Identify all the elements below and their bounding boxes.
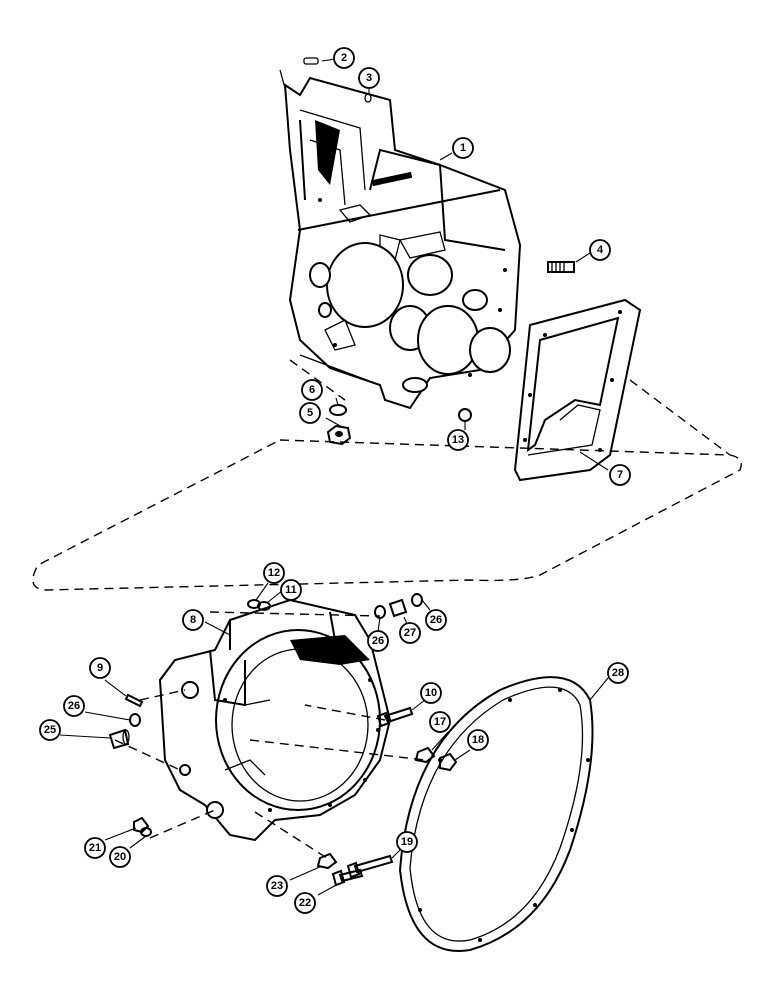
callout-8: 8 (182, 609, 204, 631)
callout-21-label: 21 (89, 842, 101, 854)
callout-2-label: 2 (341, 52, 347, 64)
bolt-part-10 (376, 706, 414, 728)
leader-lines (59, 58, 609, 896)
callout-28: 28 (607, 662, 629, 684)
callout-5: 5 (299, 402, 321, 424)
callout-18-label: 18 (472, 734, 484, 746)
callout-1: 1 (452, 137, 474, 159)
callout-21: 21 (84, 837, 106, 859)
pin-part-9 (124, 693, 144, 708)
callout-20: 20 (109, 846, 131, 868)
callout-22: 22 (294, 892, 316, 914)
alignment-lines (114, 359, 731, 861)
callout-9-label: 9 (97, 662, 103, 674)
callout-23: 23 (266, 875, 288, 897)
washer-part-11 (257, 601, 271, 611)
callout-17: 17 (429, 711, 451, 733)
callout-10-label: 10 (425, 687, 437, 699)
oring-part-26-left (129, 713, 141, 727)
callout-6-label: 6 (309, 384, 315, 396)
callout-20-label: 20 (114, 851, 126, 863)
pin-part-2 (303, 57, 319, 65)
callout-17-label: 17 (434, 716, 446, 728)
callout-26-top: 26 (367, 630, 389, 652)
dashed-group-outline (32, 439, 742, 591)
callout-8-label: 8 (190, 614, 196, 626)
oring-part-26-right (411, 593, 423, 607)
lockwasher-part-23 (316, 852, 338, 870)
callout-25: 25 (39, 719, 61, 741)
callout-11: 11 (280, 579, 302, 601)
callout-27: 27 (399, 622, 421, 644)
callout-12-label: 12 (268, 567, 280, 579)
callout-4-label: 4 (597, 244, 604, 256)
callout-19: 19 (396, 831, 418, 853)
bolt-part-22 (331, 868, 364, 887)
callout-3: 3 (358, 67, 380, 89)
bushing-part-25 (108, 728, 130, 750)
nut-part-18 (439, 752, 458, 772)
callout-23-label: 23 (271, 880, 283, 892)
callout-12: 12 (263, 562, 285, 584)
callout-13: 13 (447, 429, 469, 451)
callout-10: 10 (420, 682, 442, 704)
bushing-part-27 (388, 598, 408, 618)
callout-28-label: 28 (612, 667, 624, 679)
callout-22-label: 22 (299, 897, 311, 909)
callout-7-label: 7 (617, 469, 623, 481)
callout-26-top-label: 26 (372, 635, 384, 647)
gasket-part-28 (398, 676, 594, 952)
callout-27-label: 27 (404, 627, 416, 639)
transmission-housing (279, 69, 522, 410)
callout-7: 7 (609, 464, 631, 486)
callout-19-label: 19 (401, 836, 413, 848)
bolt-part-19 (346, 854, 394, 879)
callout-26-right-label: 26 (430, 614, 442, 626)
callout-2: 2 (333, 47, 355, 69)
stud-part-4 (547, 261, 575, 273)
callout-11-label: 11 (285, 584, 297, 596)
callout-26-left-label: 26 (68, 700, 80, 712)
callout-13-label: 13 (452, 434, 464, 446)
dowel-part-3 (364, 93, 372, 103)
callout-6: 6 (301, 379, 323, 401)
callout-9: 9 (89, 657, 111, 679)
callout-26-left: 26 (63, 695, 85, 717)
callout-18: 18 (467, 729, 489, 751)
washer-part-6 (329, 404, 347, 416)
callout-1-label: 1 (460, 142, 466, 154)
nut-part-5 (326, 424, 352, 446)
callout-4: 4 (589, 239, 611, 261)
callout-3-label: 3 (366, 72, 372, 84)
bell-housing (158, 598, 392, 842)
gasket-part-7 (513, 298, 642, 482)
callout-26-right: 26 (425, 609, 447, 631)
plug-part-13 (458, 408, 472, 422)
callout-5-label: 5 (307, 407, 313, 419)
callout-25-label: 25 (44, 724, 56, 736)
